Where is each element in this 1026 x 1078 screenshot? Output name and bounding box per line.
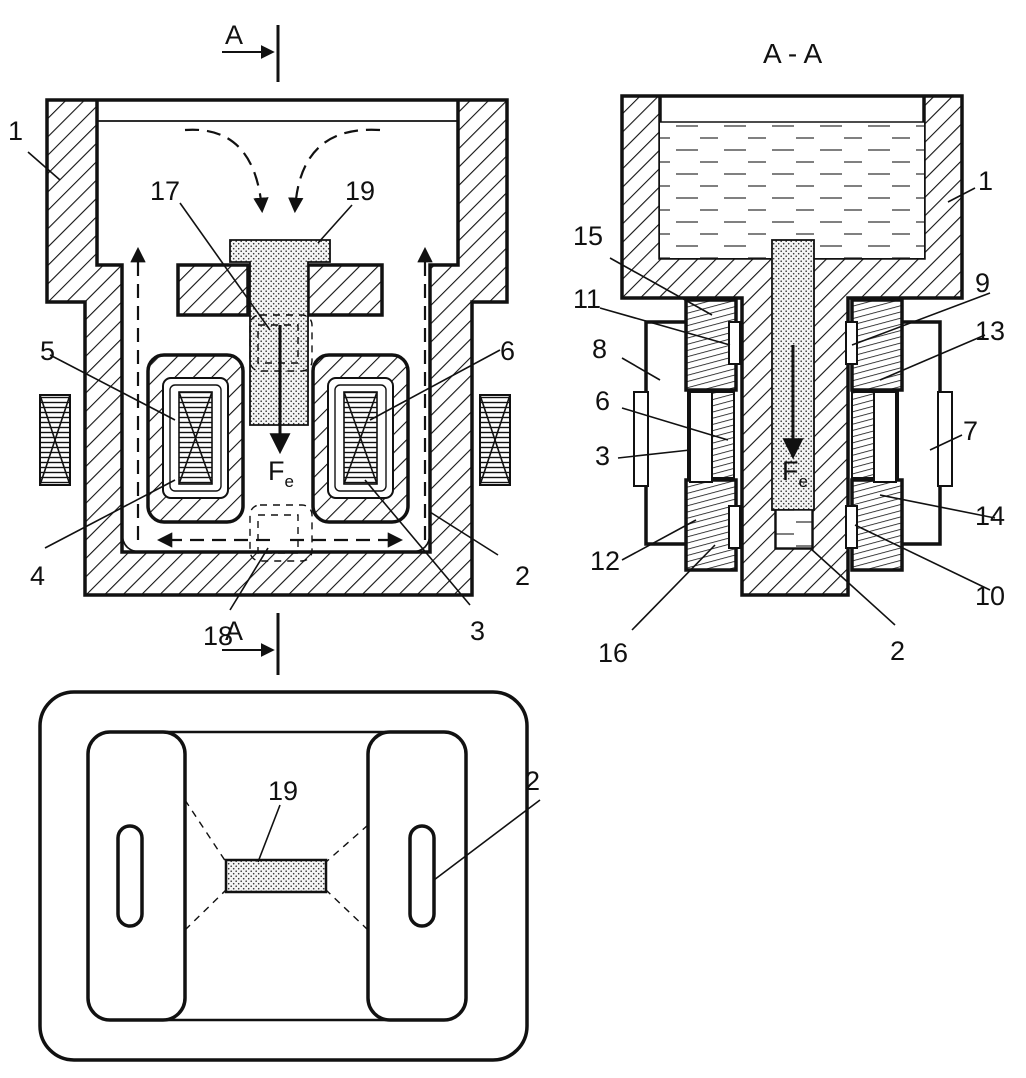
plan-slot-left: [116, 824, 144, 928]
label-16: 16: [598, 638, 628, 668]
label-2-plan: 2: [525, 766, 540, 796]
label-2: 2: [515, 561, 530, 591]
label-13: 13: [975, 316, 1005, 346]
label-14: 14: [975, 501, 1005, 531]
force-label-section: Fe: [782, 456, 808, 491]
plan-slot-right: [408, 824, 436, 928]
plan-core-19: [224, 858, 328, 894]
label-19-plan: 19: [268, 776, 298, 806]
plan-view-labels: 19 2: [268, 766, 540, 806]
front-view-labels: 1 17 19 5 6 4 2 18 3 A A Fe: [8, 20, 530, 651]
label-6: 6: [500, 336, 515, 366]
upper-plate-right: [306, 263, 384, 317]
label-3: 3: [470, 616, 485, 646]
upper-plate-left: [176, 263, 250, 317]
lamination-14: [850, 478, 904, 572]
label-18: 18: [203, 621, 233, 651]
label-12: 12: [590, 546, 620, 576]
label-1: 1: [8, 116, 23, 146]
label-4: 4: [30, 561, 45, 591]
coil-3-section: [689, 391, 713, 483]
section-view-labels: A - A 1 15 11 9 8 13 6 7 3 14 12 10 16 2…: [573, 38, 1005, 668]
label-6-section: 6: [595, 386, 610, 416]
label-2-section: 2: [890, 636, 905, 666]
label-11: 11: [573, 284, 601, 314]
label-17: 17: [150, 176, 180, 206]
label-19: 19: [345, 176, 375, 206]
liquid-cavity: [96, 120, 459, 553]
front-view: [27, 25, 511, 675]
label-9: 9: [975, 268, 990, 298]
lamination-9: [850, 298, 904, 392]
section-view: [599, 94, 996, 631]
section-liquid: [660, 122, 924, 258]
label-5: 5: [40, 336, 55, 366]
label-3-section: 3: [595, 441, 610, 471]
section-marker-bottom: A: [225, 616, 243, 646]
section-title: A - A: [763, 38, 822, 69]
label-15: 15: [573, 221, 603, 251]
label-7: 7: [963, 416, 978, 446]
plan-view: [38, 690, 541, 1062]
label-8: 8: [592, 334, 607, 364]
section-marker-top: A: [225, 20, 243, 50]
label-10: 10: [975, 581, 1005, 611]
label-1-section: 1: [978, 166, 993, 196]
force-label-front: Fe: [268, 456, 294, 491]
